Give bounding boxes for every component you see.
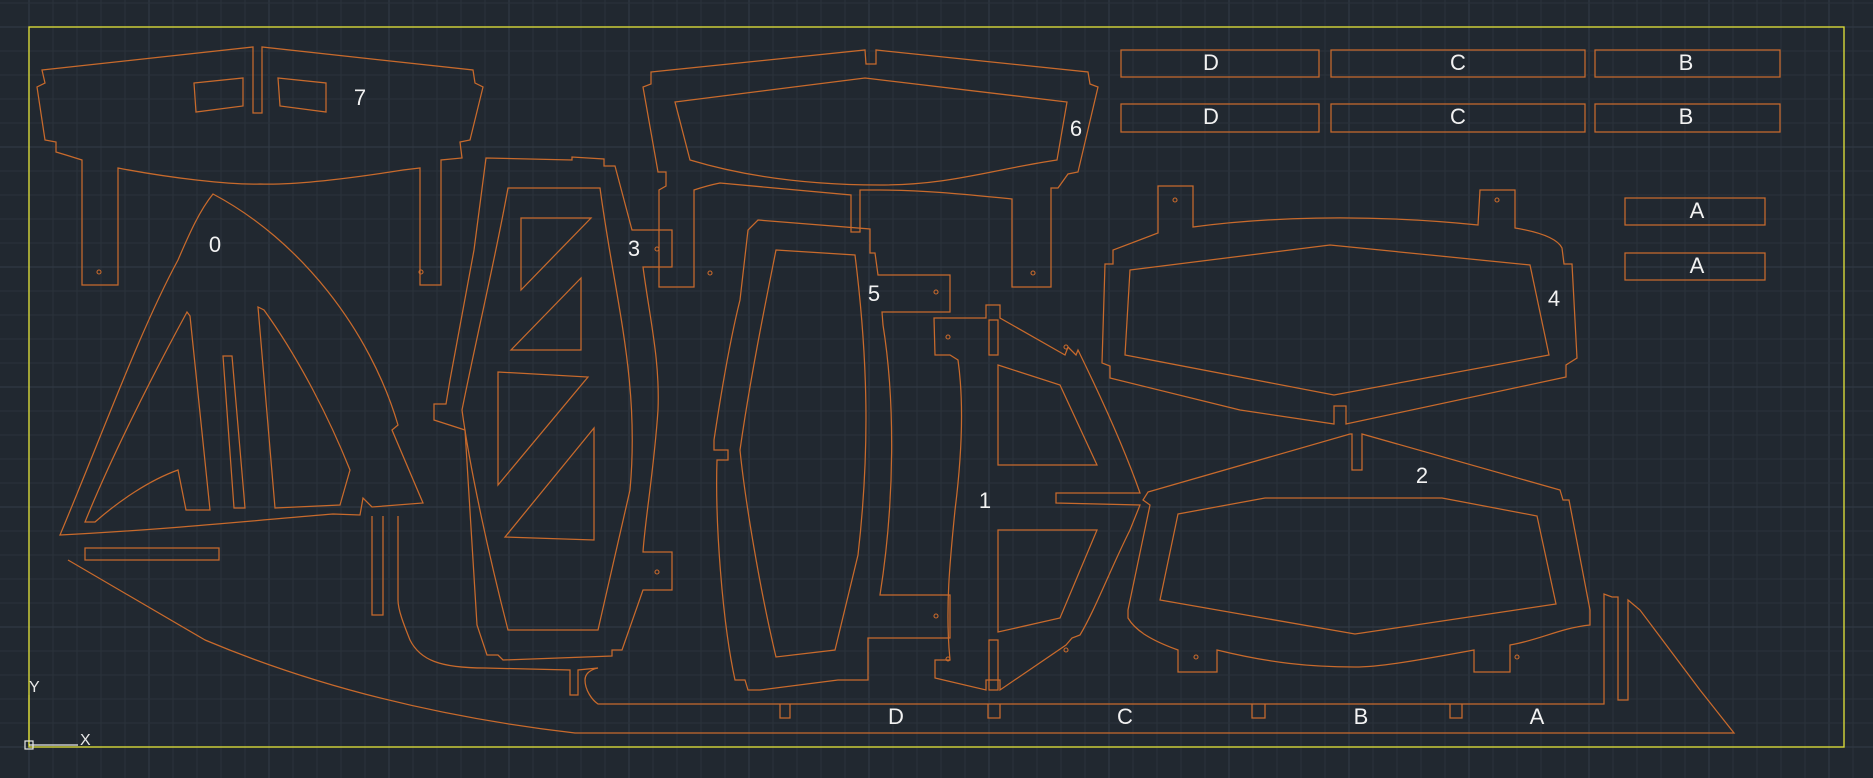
part-6-label: 6 [1070, 116, 1082, 141]
part-7[interactable]: 7 [36, 46, 484, 286]
ucs-y-label: Y [29, 679, 40, 696]
strip-c-1 [1330, 49, 1586, 78]
strip-c-2 [1330, 103, 1586, 133]
strip-d-1 [1120, 49, 1320, 78]
bottom-rail[interactable]: D C B A [779, 704, 1545, 729]
strip-a-1 [1624, 197, 1766, 226]
strip-a-2-label: A [1690, 253, 1705, 278]
strip-c-1-label: C [1450, 50, 1466, 75]
ucs-icon: Y X [24, 679, 91, 750]
strip-b-2 [1594, 103, 1781, 133]
part-5[interactable]: 5 [713, 219, 951, 691]
part-4[interactable]: 4 [1101, 185, 1578, 425]
strip-a-1-label: A [1690, 198, 1705, 223]
strip-a-2 [1624, 252, 1766, 281]
strip-d-2-label: D [1203, 104, 1219, 129]
strip-d-2 [1120, 103, 1320, 133]
part-1[interactable]: 1 [933, 304, 1141, 692]
part-2-label: 2 [1416, 463, 1428, 488]
strip-parts[interactable]: D C B D C B A A [1120, 49, 1781, 281]
part-4-label: 4 [1548, 286, 1560, 311]
part-1-label: 1 [979, 488, 991, 513]
part-7-label: 7 [354, 85, 366, 110]
ucs-x-label: X [80, 732, 91, 749]
part-6[interactable]: 6 [642, 49, 1099, 288]
strip-b-1-label: B [1679, 50, 1694, 75]
rail-label-d: D [888, 704, 904, 729]
strip-c-2-label: C [1450, 104, 1466, 129]
strip-d-1-label: D [1203, 50, 1219, 75]
part-0-label: 0 [209, 232, 221, 257]
part-3[interactable]: 3 [433, 156, 673, 661]
part-2[interactable]: 2 [1127, 433, 1591, 673]
sheet-boundary [28, 26, 1845, 748]
strip-b-1 [1594, 49, 1781, 78]
rail-label-c: C [1117, 704, 1133, 729]
rail-label-b: B [1354, 704, 1369, 729]
rail-label-a: A [1530, 704, 1545, 729]
part-0[interactable]: 0 [59, 193, 1736, 734]
part-5-label: 5 [868, 281, 880, 306]
strip-b-2-label: B [1679, 104, 1694, 129]
part-3-label: 3 [628, 236, 640, 261]
